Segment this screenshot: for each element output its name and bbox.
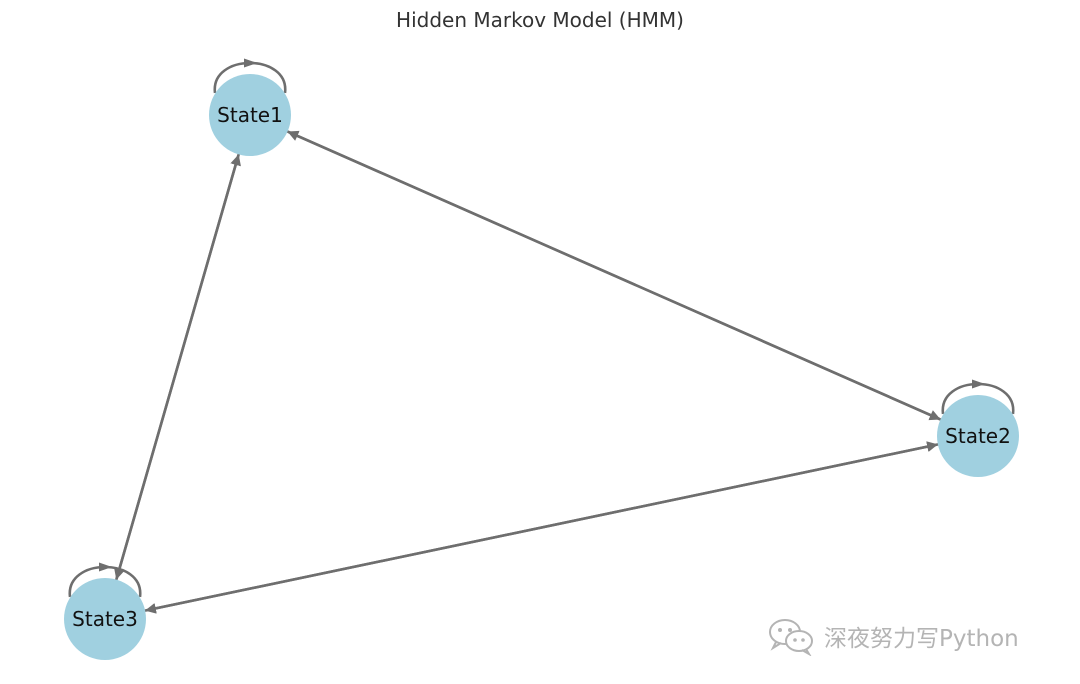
node-label-state1: State1 [217, 103, 283, 127]
edge-state2-to-state1 [287, 130, 943, 422]
node-state3: State3 [64, 578, 146, 660]
self-loop-arrowhead-state3 [99, 562, 112, 572]
self-loop-arrowhead-state1 [244, 58, 257, 68]
node-circle-state3 [64, 578, 146, 660]
node-label-state3: State3 [72, 607, 138, 631]
node-state1: State1 [209, 74, 291, 156]
wechat-icon [769, 619, 813, 656]
watermark-text: 深夜努力写Python [824, 626, 1019, 652]
diagram-title: Hidden Markov Model (HMM) [396, 8, 684, 32]
watermark: 深夜努力写Python [766, 616, 1019, 656]
edge-state3-to-state2 [142, 441, 938, 613]
node-state2: State2 [937, 395, 1019, 477]
node-label-state2: State2 [945, 424, 1011, 448]
edge-state3-to-state1 [114, 154, 241, 582]
node-circle-state2 [937, 395, 1019, 477]
edges-layer [68, 58, 1015, 614]
self-loop-arrowhead-state2 [972, 379, 985, 389]
node-circle-state1 [209, 74, 291, 156]
